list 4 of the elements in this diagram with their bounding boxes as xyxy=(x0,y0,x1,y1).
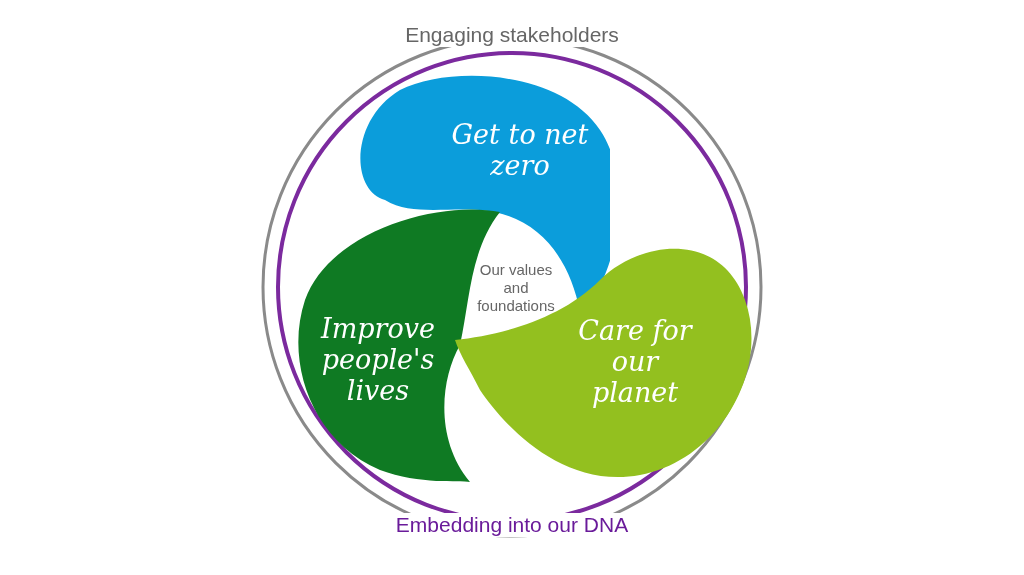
petal-label: Care for our planet xyxy=(577,315,694,409)
petal-label: Improve people's lives xyxy=(319,313,436,407)
petal-label: Get to net zero xyxy=(450,118,590,182)
center-text: Our values and foundations xyxy=(476,261,556,315)
